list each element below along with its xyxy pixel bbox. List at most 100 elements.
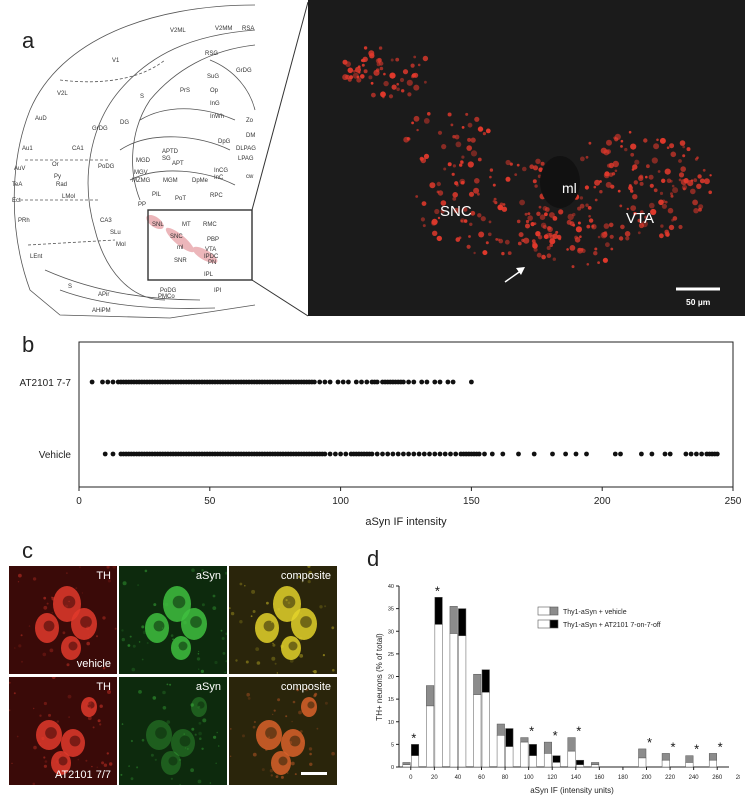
neuron-mark (542, 225, 547, 229)
atlas-label: V2MM (215, 26, 232, 32)
dotplot-point (346, 379, 351, 385)
speckle (44, 760, 48, 763)
speckle (301, 581, 303, 583)
neuron-mark (474, 116, 480, 122)
neuron-mark (452, 192, 458, 198)
neuron-mark (666, 146, 670, 149)
dotplot-frame (78, 341, 734, 488)
dotplot-point (424, 379, 430, 385)
speckle (67, 694, 72, 699)
cell-nucleus (307, 701, 315, 709)
speckle (212, 683, 215, 687)
cell-nucleus (282, 595, 296, 609)
speckle (179, 784, 181, 785)
dotplot-x-tick-label: 200 (594, 496, 611, 507)
neuron-mark (391, 84, 397, 90)
atlas-label: IPI (214, 288, 222, 294)
speckle (212, 606, 217, 610)
histogram-y-tick-label: 15 (388, 697, 394, 703)
dotplot-point (340, 379, 346, 385)
neuron-mark (383, 72, 386, 76)
neuron-mark (353, 69, 356, 73)
neuron-mark (390, 73, 394, 77)
neuron-mark (609, 234, 614, 239)
speckle (217, 745, 220, 747)
neuron-mark (406, 79, 413, 86)
neuron-mark (488, 220, 492, 224)
histogram-bar-cap (567, 737, 576, 752)
neuron-mark (342, 59, 348, 65)
atlas-label: DM (246, 133, 255, 139)
speckle (298, 575, 301, 578)
atlas-label: Au1 (22, 146, 33, 152)
speckle (296, 688, 299, 692)
speckle (75, 587, 78, 590)
neuron-mark (455, 141, 462, 148)
neuron-mark (382, 96, 385, 99)
speckle (309, 752, 312, 756)
cell-nucleus (87, 701, 95, 709)
neuron-mark (467, 137, 472, 142)
histogram-bar (520, 741, 529, 768)
speckle (87, 637, 89, 640)
speckle (96, 766, 99, 769)
neuron-mark (624, 147, 628, 152)
speckle (18, 573, 22, 578)
speckle (290, 761, 295, 766)
neuron-mark (501, 251, 505, 256)
neuron-mark (468, 235, 471, 238)
speckle (245, 660, 249, 664)
neuron-mark (527, 215, 533, 221)
speckle (141, 625, 145, 629)
speckle (51, 677, 56, 679)
speckle (271, 656, 276, 661)
neuron-mark (485, 128, 491, 134)
speckle (275, 775, 279, 778)
dotplot-point (105, 379, 111, 385)
neuron-mark (708, 190, 712, 195)
speckle (308, 747, 313, 751)
atlas-label: V1 (112, 58, 120, 64)
legend-label: Thy1-aSyn + vehicle (563, 609, 627, 616)
neuron-mark (441, 144, 447, 150)
atlas-label: InCG (214, 168, 228, 174)
speckle (274, 662, 277, 665)
dotplot-point (369, 451, 375, 457)
speckle (120, 773, 123, 776)
neuron-mark (413, 84, 420, 91)
neuron-mark (624, 231, 631, 237)
dotplot-point (482, 451, 487, 457)
neuron-mark (459, 178, 466, 185)
speckle (312, 670, 314, 673)
tile-scale-bar (301, 772, 327, 775)
atlas-label: LPAG (238, 156, 254, 162)
speckle (273, 721, 277, 725)
neuron-mark (602, 257, 608, 263)
speckle (230, 728, 232, 730)
speckle (184, 747, 187, 749)
speckle (121, 637, 125, 642)
histogram-y-tick-label: 20 (388, 675, 394, 681)
speckle (66, 663, 70, 667)
speckle (331, 626, 335, 630)
neuron-mark (519, 199, 525, 206)
speckle (273, 709, 276, 712)
dotplot-point (531, 451, 537, 457)
neuron-mark (571, 265, 575, 269)
histogram-x-tick-label: 100 (524, 775, 535, 781)
cell-nucleus (178, 641, 188, 651)
neuron-mark (447, 162, 452, 167)
neuron-mark (421, 201, 427, 207)
speckle (81, 592, 84, 594)
cell-nucleus (263, 620, 275, 632)
dotplot-x-tick-label: 150 (463, 496, 480, 507)
panel-a-letter: a (22, 28, 35, 53)
neuron-mark (579, 196, 584, 200)
speckle (199, 737, 202, 740)
neuron-mark (489, 168, 494, 172)
speckle (246, 692, 250, 697)
neuron-mark (619, 204, 623, 208)
speckle (129, 635, 132, 638)
